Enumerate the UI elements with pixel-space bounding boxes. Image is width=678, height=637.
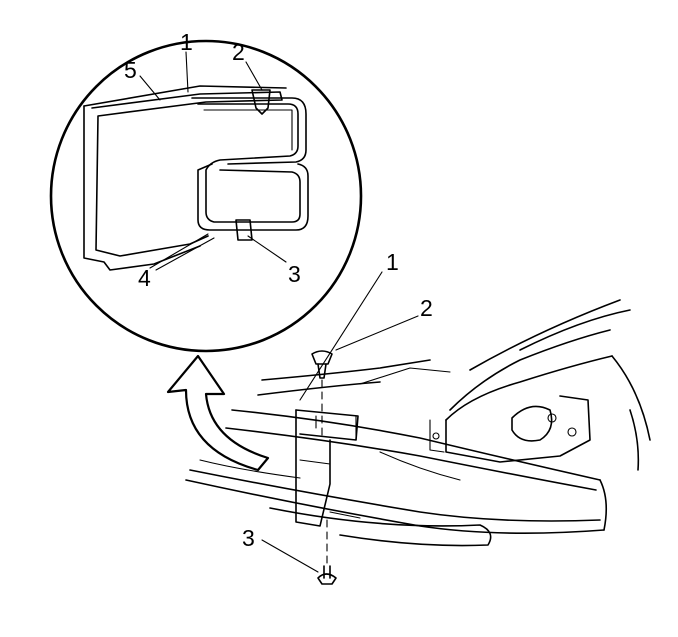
callout-detail-3: 3 xyxy=(288,261,301,287)
leader-detail-5 xyxy=(139,75,161,101)
leader-main-1 xyxy=(299,271,383,401)
leader-detail-3 xyxy=(247,235,287,263)
leader-detail-1 xyxy=(185,51,189,93)
callout-main-1: 1 xyxy=(386,249,399,275)
leader-main-3 xyxy=(261,539,319,573)
leader-detail-2 xyxy=(245,61,263,91)
detail-magnifier xyxy=(49,39,363,353)
callout-main-3: 3 xyxy=(242,525,255,551)
detail-arrow xyxy=(166,354,270,472)
leader-main-2 xyxy=(335,315,419,351)
callout-detail-1: 1 xyxy=(180,29,193,55)
push-pin-fastener-top xyxy=(311,350,333,441)
callout-detail-2: 2 xyxy=(232,39,245,65)
front-fascia-drawing xyxy=(185,299,651,547)
bumper-bracket xyxy=(295,409,359,527)
callout-detail-5: 5 xyxy=(124,57,137,83)
callout-main-2: 2 xyxy=(420,295,433,321)
push-pin-fastener-bottom xyxy=(317,519,337,585)
leader-detail-4 xyxy=(149,233,209,269)
callout-detail-4: 4 xyxy=(138,265,151,291)
